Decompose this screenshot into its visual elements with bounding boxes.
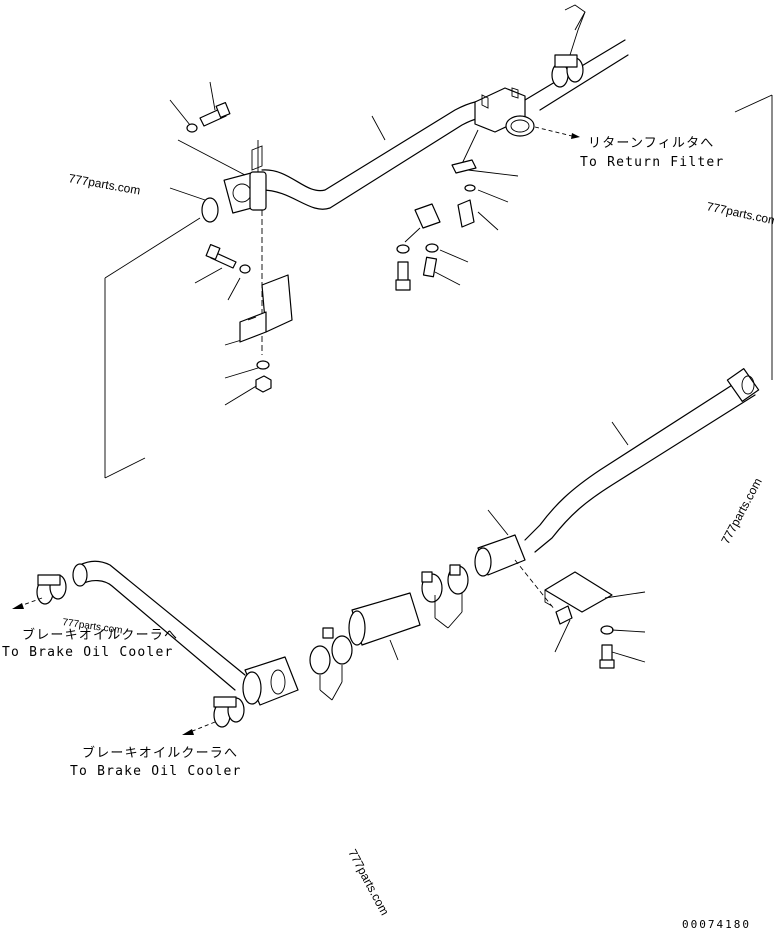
return-filter-label-en: To Return Filter (580, 155, 724, 170)
watermark-bottom: 777parts.com (345, 847, 391, 918)
lower-leader-lines (319, 421, 646, 701)
return-pipe-block (474, 87, 535, 137)
upper-right-bracket (395, 129, 479, 291)
left-bent-pipe (72, 560, 299, 706)
middle-hose-clamps (309, 564, 469, 675)
brake-cooler-bottom-label-en: To Brake Oil Cooler (70, 764, 242, 779)
upper-left-hardware (186, 101, 251, 274)
upper-support-bracket (239, 210, 293, 393)
lower-long-pipe (524, 368, 760, 553)
drawing-code: 00074180 (682, 918, 751, 931)
left-end-coupling-upper (12, 574, 67, 609)
return-filter-label-jp: リターンフィルタへ (588, 136, 715, 151)
watermark-top-left: 777parts.com (67, 171, 141, 197)
brake-cooler-left-label-jp: ブレーキオイルクーラへ (22, 627, 178, 643)
reference-frame-right (734, 94, 773, 380)
brake-cooler-bottom-label-jp: ブレーキオイルクーラへ (82, 745, 238, 761)
upper-hose-clamp (551, 4, 586, 88)
brake-cooler-left-label-en: To Brake Oil Cooler (2, 645, 174, 660)
lower-support-bracket (514, 559, 615, 669)
upper-leader-lines (169, 81, 519, 406)
watermark-right-mid: 777parts.com (718, 476, 764, 547)
left-end-coupling-lower (182, 696, 245, 735)
reference-frame-left (104, 217, 201, 479)
return-filter-arrow (534, 126, 580, 139)
lower-hose-segments (348, 534, 526, 646)
watermark-right-top: 777parts.com (705, 199, 774, 228)
upper-pipe-flange (223, 140, 267, 214)
